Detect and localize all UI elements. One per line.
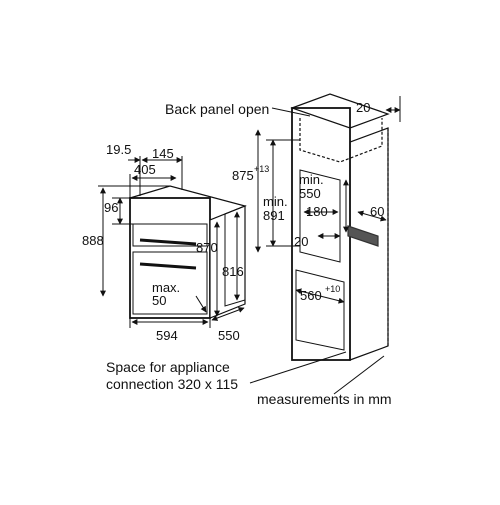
dim-20-mid: 20: [294, 234, 308, 249]
dim-888: 888: [82, 233, 104, 248]
dim-145: 145: [152, 146, 174, 161]
dim-19-5: 19.5: [106, 142, 131, 157]
dim-line-60: [357, 210, 387, 222]
dim-816: 816: [222, 264, 244, 279]
lower-niche: [295, 269, 345, 351]
upper-oven-door: [132, 223, 208, 247]
connection-space-hatch: [347, 225, 379, 247]
cabinet-drawing: [290, 93, 390, 361]
dim-line-550: [211, 307, 245, 321]
dim-560: 560: [300, 288, 322, 303]
cabinet-side-panel: [349, 127, 389, 361]
connection-space-label-line1: Space for appliance: [106, 359, 230, 375]
appliance-drawing: [127, 185, 247, 319]
dim-180: 180: [306, 204, 328, 219]
dim-875: 875: [232, 168, 254, 183]
oven-niche: [299, 169, 341, 263]
dim-20-top: 20: [356, 100, 370, 115]
cabinet-dimension-lines: [249, 96, 401, 395]
dim-870: 870: [196, 240, 218, 255]
appliance-dimension-lines: [98, 156, 245, 328]
measurements-pointer: [333, 355, 385, 395]
measurements-unit-label: measurements in mm: [257, 391, 392, 407]
dim-96: 96: [104, 200, 118, 215]
dim-min-550-value: 550: [299, 186, 321, 201]
upper-door-handle: [139, 238, 197, 246]
dim-max-label: max.: [152, 280, 180, 295]
dim-60: 60: [370, 204, 384, 219]
back-panel-open-outline: [299, 118, 383, 163]
connection-space-label-line2: connection 320 x 115: [106, 376, 238, 392]
connection-space-pointer: [249, 351, 347, 384]
dim-min-891-label: min.: [263, 194, 288, 209]
lower-door-handle: [139, 262, 197, 270]
cabinet-top: [290, 93, 390, 129]
dim-594: 594: [156, 328, 178, 343]
lower-oven-door: [132, 251, 208, 315]
dim-max-value: 50: [152, 293, 166, 308]
dim-min-550-label: min.: [299, 172, 324, 187]
dim-875-tolerance: +13: [254, 164, 269, 174]
dim-550: 550: [218, 328, 240, 343]
dim-line-560: [295, 288, 345, 304]
dim-560-tolerance: +10: [325, 284, 340, 294]
appliance-rear-block: [224, 205, 246, 307]
dim-405: 405: [134, 162, 156, 177]
dim-min-891-value: 891: [263, 208, 285, 223]
back-panel-pointer: [271, 107, 311, 117]
back-panel-open-label: Back panel open: [165, 101, 269, 117]
dim-line-max-50: [195, 295, 207, 313]
